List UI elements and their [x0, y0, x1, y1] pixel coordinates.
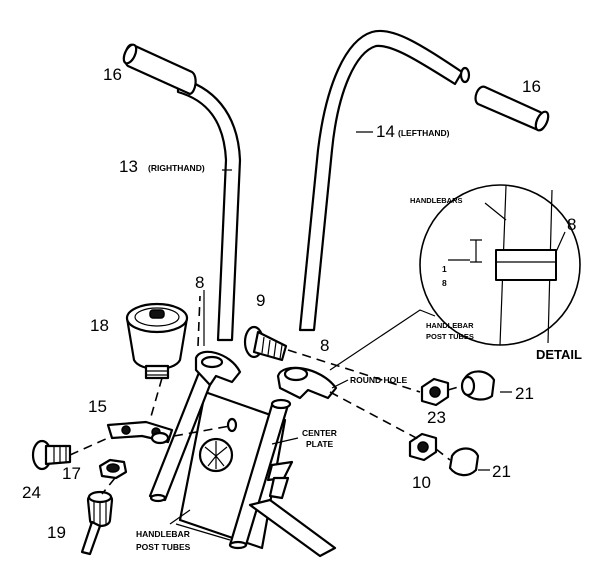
- frame-lower-right: [248, 460, 337, 558]
- clamp-right: [194, 350, 242, 387]
- callout-10: 10: [412, 473, 431, 492]
- callout-15: 15: [88, 397, 107, 416]
- nut-17: [98, 458, 128, 480]
- nut-10: [408, 432, 438, 462]
- callout-19: 19: [47, 523, 66, 542]
- callout-18: 18: [90, 316, 109, 335]
- callout-17: 17: [62, 464, 81, 483]
- label-post-tubes-2: POST TUBES: [136, 542, 191, 552]
- cap-21-upper: [460, 370, 496, 401]
- handlebar-lefthand: [298, 29, 471, 332]
- cap-21-right: [448, 447, 480, 477]
- bracket-15: [106, 420, 174, 445]
- meter-18: [125, 302, 189, 380]
- leader-lines: [169, 131, 566, 541]
- bolt-9: [243, 325, 288, 362]
- callout-21-upper: 21: [515, 384, 534, 403]
- detail-fraction-numerator: 1: [442, 264, 447, 274]
- assembly-lines: [69, 295, 463, 495]
- detail-view: [419, 184, 581, 346]
- callout-8-right: 8: [195, 273, 204, 292]
- label-center-plate-2: PLATE: [306, 439, 334, 449]
- nut-23: [420, 377, 450, 407]
- callout-8-left: 8: [320, 336, 329, 355]
- detail-title: DETAIL: [536, 347, 582, 362]
- callout-24: 24: [22, 483, 41, 502]
- detail-label-post-tubes-1: HANDLEBAR: [426, 321, 474, 330]
- callout-13: 13: [119, 157, 138, 176]
- clamp-left: [276, 366, 338, 400]
- callout-16-right: 16: [103, 65, 122, 84]
- knob-19: [80, 490, 114, 556]
- callout-16-left: 16: [522, 77, 541, 96]
- callout-21-right: 21: [492, 462, 511, 481]
- detail-fraction-denominator: 8: [442, 278, 447, 288]
- handlebar-post-tube-left: [228, 398, 292, 550]
- callout-13-text: (RIGHTHAND): [148, 163, 205, 173]
- callout-14: 14: [376, 122, 395, 141]
- callout-14-text: (LEFTHAND): [398, 128, 450, 138]
- grip-righthand: [122, 43, 197, 96]
- callout-9: 9: [256, 291, 265, 310]
- handlebar-righthand: [176, 76, 242, 342]
- detail-label-handlebars: HANDLEBARS: [410, 196, 463, 205]
- label-center-plate-1: CENTER: [302, 428, 337, 438]
- grip-lefthand: [474, 85, 550, 132]
- detail-label-post-tubes-2: POST TUBES: [426, 332, 474, 341]
- callout-8-detail: 8: [567, 215, 576, 234]
- label-post-tubes-1: HANDLEBAR: [136, 529, 190, 539]
- bolt-24: [31, 439, 72, 471]
- label-round-hole: ROUND HOLE: [350, 375, 407, 385]
- callout-23: 23: [427, 408, 446, 427]
